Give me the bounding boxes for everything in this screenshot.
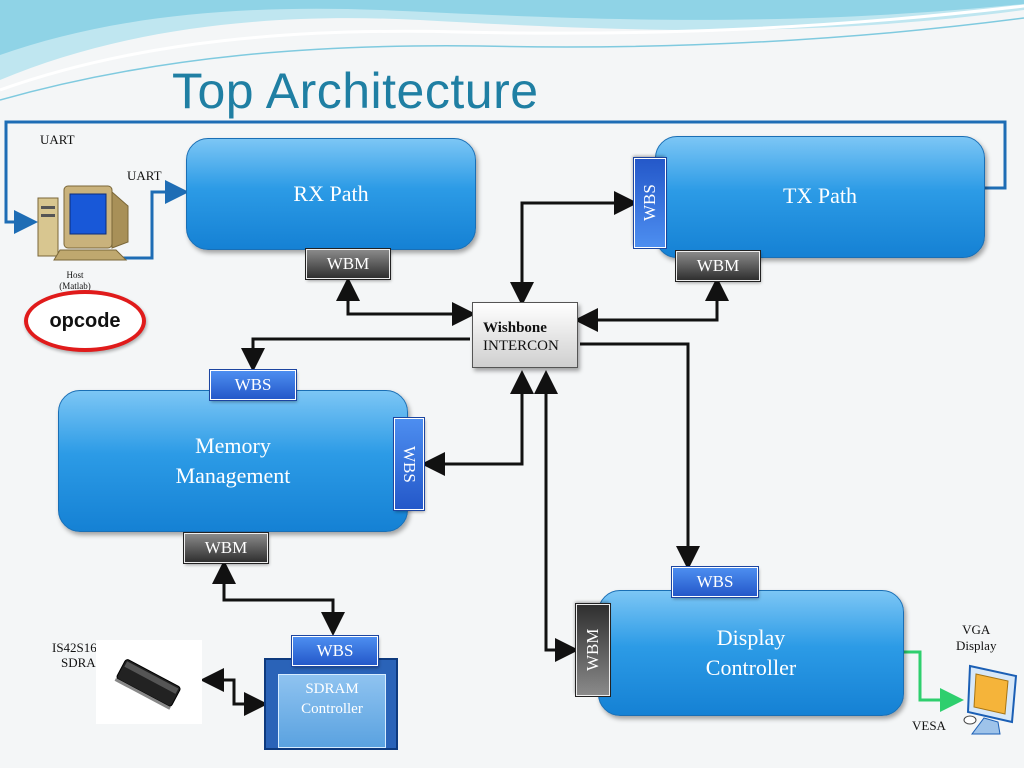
host-label-line1: Host	[66, 270, 84, 280]
host-label-line2: (Matlab)	[59, 281, 91, 291]
memory-management-block: Memory Management	[58, 390, 408, 532]
memory-wbs-top-port: WBS	[209, 369, 297, 401]
header-wave-decoration	[0, 0, 1024, 101]
rx-wbm-port: WBM	[305, 248, 391, 280]
host-label: Host (Matlab)	[40, 270, 110, 292]
display-label-line1: Display	[716, 625, 786, 650]
vga-label-line2: Display	[956, 638, 997, 653]
tx-path-label: TX Path	[783, 183, 857, 208]
opcode-badge: opcode	[24, 290, 146, 352]
uart-top-label: UART	[40, 132, 75, 147]
tx-wbm-port: WBM	[675, 250, 761, 282]
rx-path-block: RX Path	[186, 138, 476, 250]
display-label-line2: Controller	[705, 655, 797, 680]
sdram-controller-label-line1: SDRAM	[305, 681, 359, 697]
sdram-wbs-port: WBS	[291, 635, 379, 667]
memory-label-line1: Memory	[195, 433, 271, 458]
host-computer-icon	[37, 185, 129, 261]
wishbone-intercon-block: Wishbone INTERCON	[472, 302, 578, 368]
vga-display-label: VGA Display	[956, 622, 996, 654]
memory-wbm-port: WBM	[183, 532, 269, 564]
sdram-controller-label-line2: Controller	[301, 701, 363, 717]
intercon-label-line2: INTERCON	[483, 338, 559, 354]
opcode-label: opcode	[49, 309, 121, 332]
tx-path-block: TX Path	[655, 136, 985, 258]
vesa-label: VESA	[912, 718, 946, 733]
sdram-chip-icon	[96, 640, 202, 724]
vga-label-line1: VGA	[962, 622, 991, 637]
memory-label-line2: Management	[175, 463, 291, 488]
tx-wbs-port: WBS	[633, 157, 667, 249]
display-controller-block: Display Controller	[598, 590, 904, 716]
display-wbm-port: WBM	[575, 603, 611, 697]
sdram-controller-block: SDRAM Controller	[264, 658, 398, 750]
rx-path-label: RX Path	[293, 181, 369, 206]
memory-wbs-right-port: WBS	[393, 417, 425, 511]
page-title: Top Architecture	[172, 63, 539, 119]
display-wbs-port: WBS	[671, 566, 759, 598]
uart-side-label: UART	[127, 168, 162, 183]
sdram-chip-label-line2: SDRAM	[61, 655, 108, 670]
vga-monitor-icon	[963, 664, 1018, 735]
intercon-label-line1: Wishbone	[483, 320, 547, 336]
sdram-controller-inner: SDRAM Controller	[278, 674, 386, 748]
